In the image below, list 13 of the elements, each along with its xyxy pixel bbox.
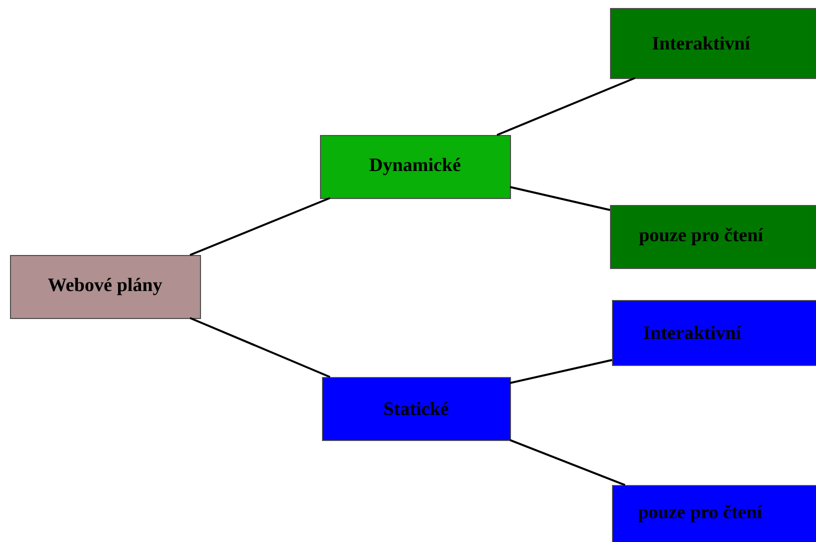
process-box: pouze pro čtení [612,485,816,542]
connector-line [510,359,612,384]
process-box: Interaktivní [612,300,816,366]
connector-line [496,77,636,136]
connector-line [190,317,330,378]
process-box: Webové plány [10,255,201,319]
process-box: Dynamické [320,135,511,199]
connector-line [510,439,626,486]
process-box: pouze pro čtení [610,205,816,269]
connector-line [190,197,330,256]
process-box: Interaktivní [610,8,816,79]
connector-line [510,186,610,211]
process-box: Statické [322,377,511,441]
